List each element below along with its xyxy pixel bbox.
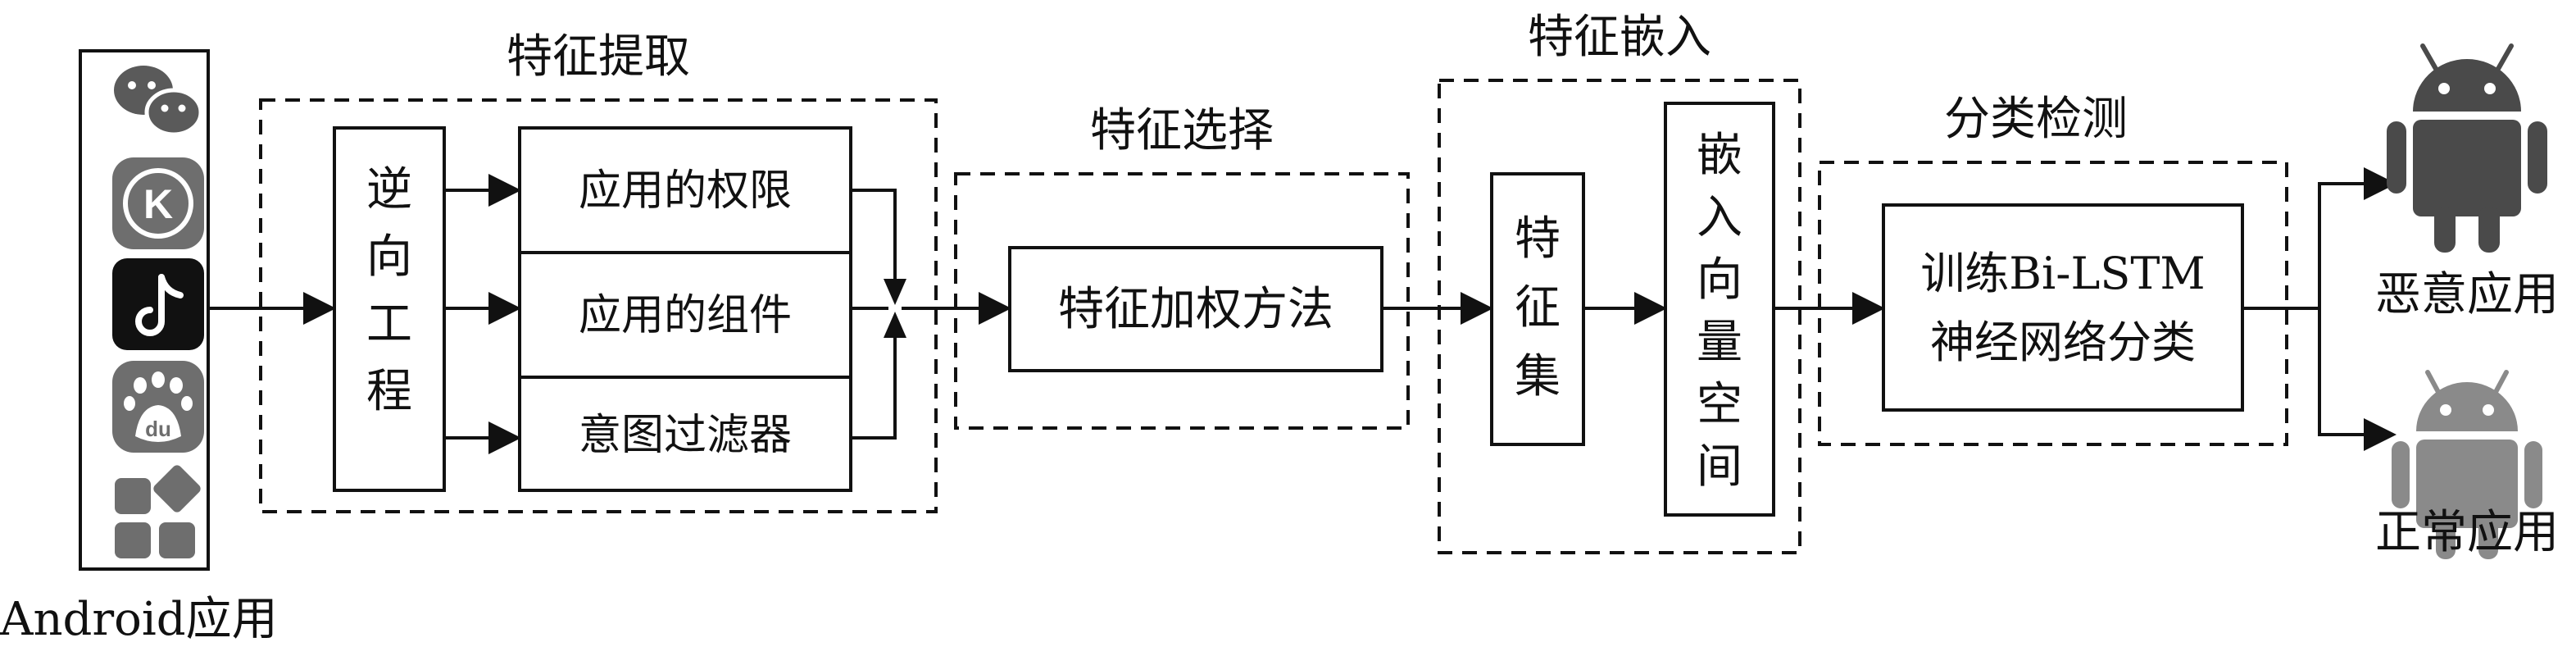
feature-extraction-title: 特征提取	[507, 30, 690, 84]
feature-extraction-group	[259, 98, 938, 513]
android-apps-panel: K du	[79, 49, 210, 571]
svg-text:du: du	[145, 417, 171, 441]
classifier-line2: 神经网络分类	[1930, 317, 2196, 368]
classification-title: 分类检测	[1944, 93, 2128, 146]
android-apps-label: Android应用	[0, 593, 278, 646]
normal-android-icon	[2392, 370, 2542, 559]
reverse-engineering-char: 工	[366, 298, 412, 351]
intent-filters-label: 意图过滤器	[579, 411, 792, 460]
embedding-space-char: 量	[1697, 316, 1742, 369]
normal-label: 正常应用	[2375, 506, 2559, 559]
reverse-engineering-char: 逆	[366, 163, 412, 216]
feature-embedding-title: 特征嵌入	[1528, 11, 1711, 64]
weighting-method-label: 特征加权方法	[1058, 283, 1333, 336]
embedding-space-box	[1664, 102, 1775, 517]
embedding-space-char: 间	[1697, 440, 1742, 494]
feature-set-char: 征	[1515, 281, 1561, 335]
feature-embedding-group	[1438, 79, 1801, 554]
feature-set-char: 集	[1515, 350, 1561, 403]
bilstm-classifier-box	[1882, 203, 2244, 412]
wechat-icon	[114, 66, 203, 137]
tiktok-icon	[112, 258, 204, 350]
feature-set-char: 特	[1515, 212, 1561, 266]
embedding-space-char: 向	[1697, 253, 1742, 307]
malicious-android-icon	[2387, 43, 2547, 253]
reverse-engineering-box	[333, 126, 446, 492]
kugou-icon: K	[112, 157, 204, 249]
connectors	[210, 167, 2397, 454]
classifier-line1: 训练Bi-LSTM	[1920, 248, 2205, 299]
feature-selection-group	[954, 172, 1410, 430]
embedding-space-char: 入	[1697, 191, 1742, 244]
svg-text:K: K	[143, 181, 173, 227]
permissions-label: 应用的权限	[579, 166, 792, 216]
app-grid-icon	[115, 465, 201, 558]
feature-selection-title: 特征选择	[1090, 104, 1274, 157]
embedding-space-char: 空	[1697, 378, 1742, 431]
reverse-engineering-char: 程	[366, 365, 412, 418]
embedding-space-char: 嵌	[1697, 129, 1742, 182]
malicious-label: 恶意应用	[2375, 268, 2559, 321]
reverse-engineering-char: 向	[366, 230, 412, 284]
classification-group	[1818, 161, 2288, 446]
baidu-icon: du	[112, 361, 204, 453]
components-label: 应用的组件	[579, 291, 792, 340]
